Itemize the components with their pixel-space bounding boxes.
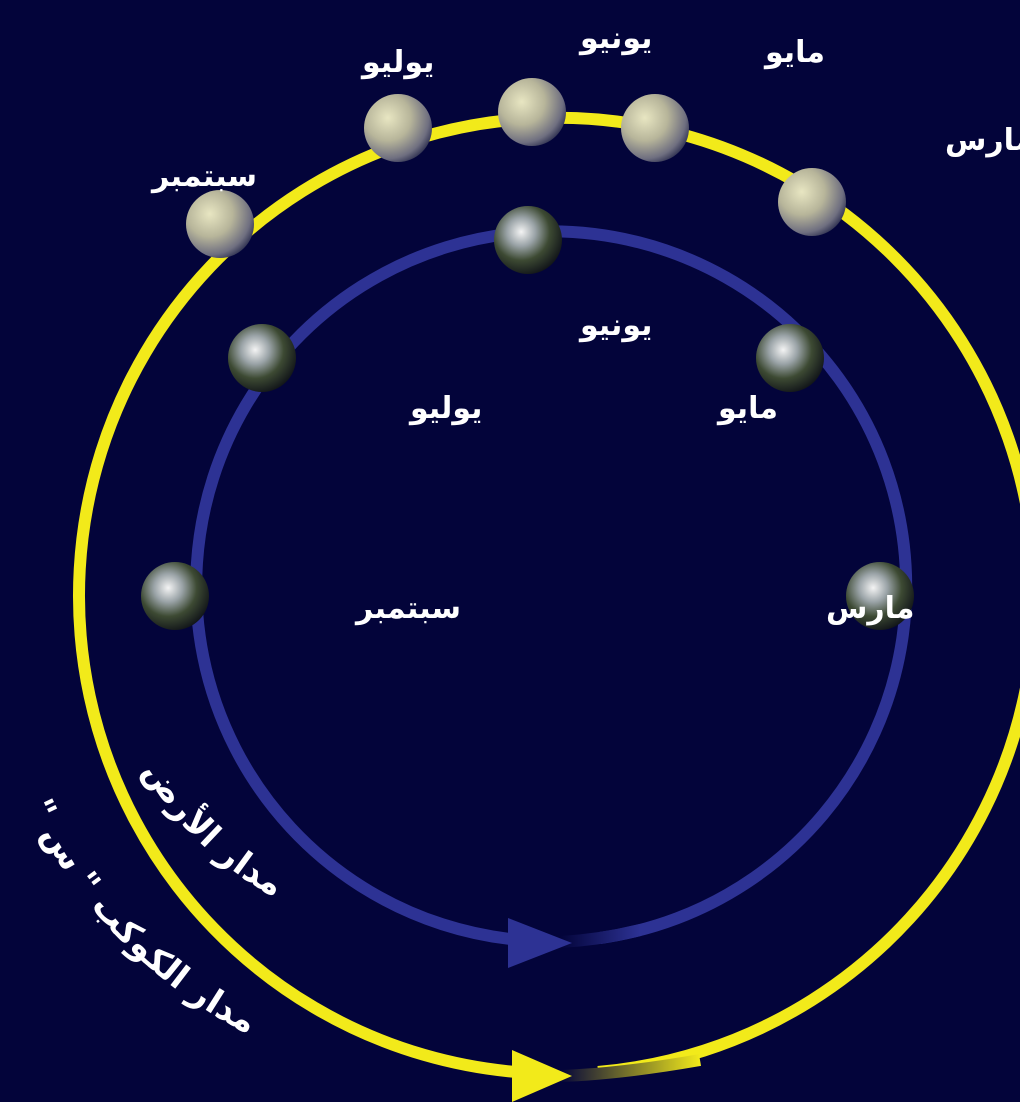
planet-label-june: يونيو <box>578 21 652 56</box>
planet-x-icon <box>621 94 689 162</box>
planet-label-september: سبتمبر <box>150 159 257 194</box>
earth-icon <box>756 324 824 392</box>
earth-orbit-name: مدار الأرض <box>135 753 291 906</box>
outer-orbit-arrow <box>512 1050 572 1102</box>
inner-orbit-fade <box>560 930 640 942</box>
earth-icon <box>141 562 209 630</box>
planet-label-may: مايو <box>763 35 825 70</box>
earth-positions <box>141 206 914 630</box>
planet-x-icon <box>778 168 846 236</box>
earth-label-may: مايو <box>716 391 778 426</box>
planet-month-labels: مارس مايو يونيو يوليو سبتمبر <box>150 21 1020 194</box>
planet-label-march: مارس <box>945 123 1020 158</box>
planet-x-icon <box>186 190 254 258</box>
earth-label-march: مارس <box>826 591 915 626</box>
earth-label-september: سبتمبر <box>354 591 461 626</box>
earth-icon <box>228 324 296 392</box>
earth-orbit-name-text: مدار الأرض <box>135 753 291 906</box>
planet-x-icon <box>364 94 432 162</box>
planet-x-icon <box>498 78 566 146</box>
earth-label-july: يوليو <box>408 391 482 426</box>
inner-orbit-arrow <box>508 918 572 968</box>
earth-icon <box>494 206 562 274</box>
earth-label-june: يونيو <box>578 308 652 343</box>
earth-month-labels: مارس مايو يونيو يوليو سبتمبر <box>354 308 915 626</box>
planet-label-july: يوليو <box>360 45 434 80</box>
